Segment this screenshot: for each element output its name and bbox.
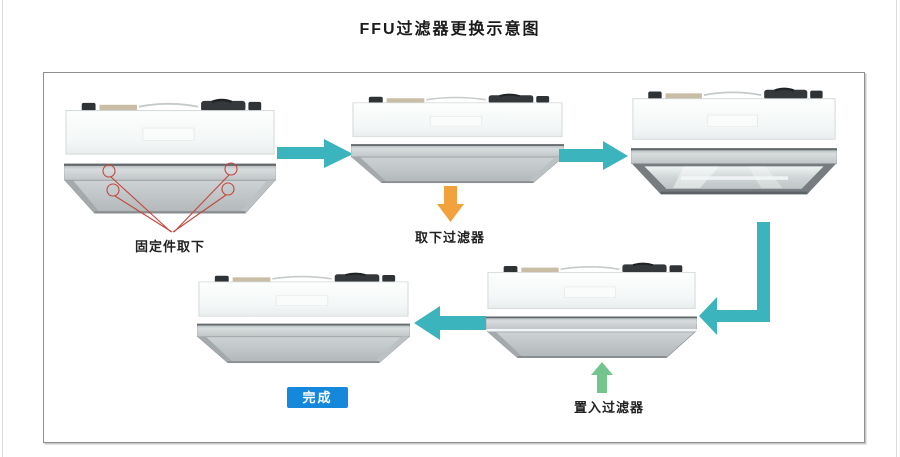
ffu-illustration (486, 262, 697, 359)
ffu-unit-step-3 (631, 87, 837, 197)
arrow-up-icon (591, 362, 613, 393)
done-badge: 完成 (287, 387, 348, 408)
right-edge-line (896, 0, 897, 457)
step4-label: 置入过滤器 (573, 400, 644, 415)
page-title: FFU过滤器更换示意图 (359, 21, 541, 38)
arrow-down-icon (437, 186, 464, 223)
step1-label: 固定件取下 (134, 239, 205, 254)
l-shaped-arrow-left-icon (693, 222, 773, 337)
step2-label: 取下过滤器 (414, 230, 485, 245)
ffu-unit-step-4 (486, 262, 697, 360)
left-edge-line (2, 0, 3, 457)
ffu-unit-step-2 (351, 93, 564, 185)
fastener-annotation (98, 161, 243, 243)
ffu-unit-step-5 (197, 272, 410, 365)
ffu-illustration (197, 272, 410, 364)
ffu-illustration-open (631, 87, 837, 195)
ffu-illustration (351, 93, 564, 184)
arrow-right-icon (559, 141, 629, 171)
arrow-right-icon (277, 139, 354, 169)
arrow-left-icon (414, 306, 487, 341)
fastener-circles-icon (102, 162, 238, 233)
